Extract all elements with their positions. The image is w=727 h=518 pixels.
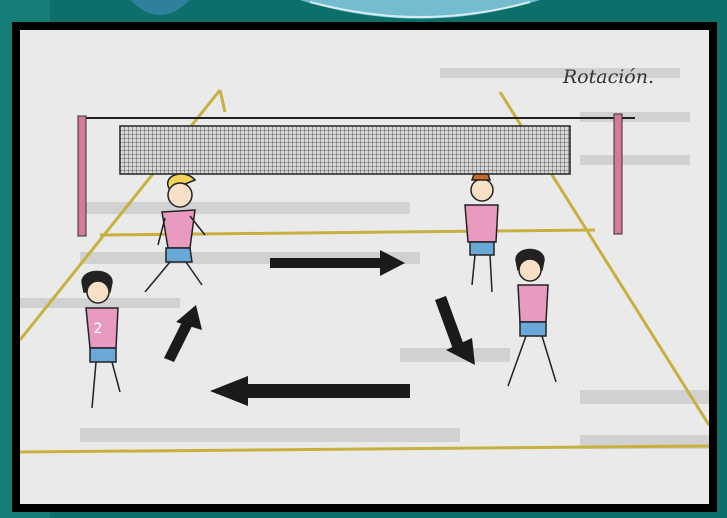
caption-text: Rotación. [563,66,654,88]
jersey-number: 2 [94,321,103,337]
image-frame: 2 Rotación. [12,22,717,512]
rotation-illustration: 2 Rotación. [20,30,709,504]
player-back-left: 2 [82,272,120,409]
player-back-right [508,250,556,387]
arrow-left-icon [210,376,410,406]
player-front-right [465,174,498,292]
arrow-up-icon [164,305,202,362]
rotation-arrows [164,250,475,406]
